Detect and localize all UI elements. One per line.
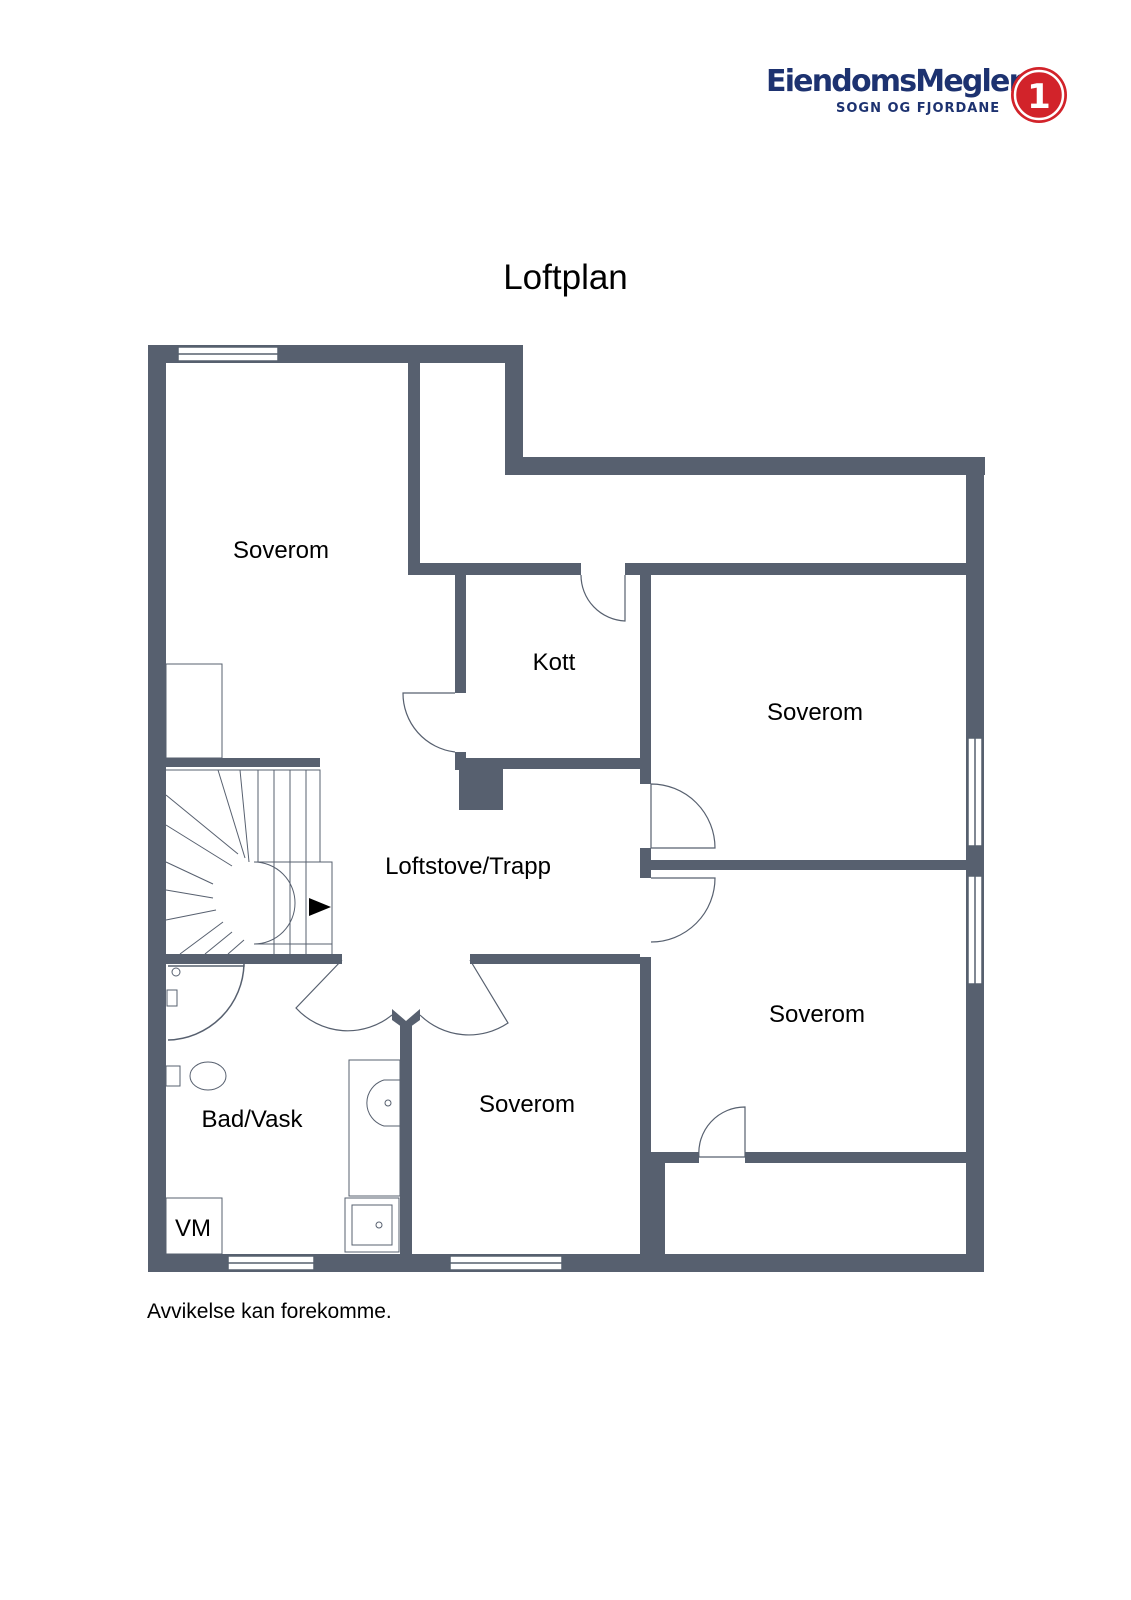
brand-name: EiendomsMegler: [766, 64, 1023, 99]
brand-badge-number: 1: [1027, 77, 1051, 117]
plan-title: Loftplan: [503, 258, 628, 297]
door-swing: [650, 877, 716, 943]
stair-arrow-icon: [309, 898, 331, 916]
door-swing: [295, 959, 393, 1032]
fixtures: [165, 663, 401, 1255]
room-label-vm: VM: [175, 1215, 211, 1242]
brand-badge-icon: 1: [1011, 67, 1067, 123]
door-swing: [419, 959, 509, 1036]
room-label-loftstove: Loftstove/Trapp: [385, 853, 551, 880]
walls: [148, 345, 985, 1272]
doors: [295, 574, 746, 1158]
toilet-icon: [189, 1061, 227, 1091]
room-label-soverom: Soverom: [479, 1091, 575, 1118]
room-label-soverom: Soverom: [767, 699, 863, 726]
utility-sink-icon: [344, 1197, 400, 1253]
disclaimer: Avvikelse kan forekomme.: [147, 1300, 392, 1323]
door-swing: [580, 574, 626, 622]
washbasin-icon: [366, 1079, 400, 1127]
door-swing: [402, 692, 456, 753]
door-swing: [650, 783, 716, 849]
room-label-soverom: Soverom: [769, 1001, 865, 1028]
vm-box: [165, 1197, 223, 1255]
door-swing: [698, 1106, 746, 1158]
staircase: [165, 769, 333, 955]
brand-region: SOGN OG FJORDANE: [836, 101, 1001, 116]
windows: [177, 346, 983, 1271]
room-label-soverom: Soverom: [233, 537, 329, 564]
room-label-kott: Kott: [533, 649, 576, 676]
closet-outline: [165, 663, 223, 759]
counter-outline: [348, 1059, 401, 1197]
room-label-bad: Bad/Vask: [202, 1106, 304, 1133]
shower-icon: [167, 963, 245, 1041]
brand-logo: EiendomsMegler SOGN OG FJORDANE 1: [760, 58, 1070, 128]
